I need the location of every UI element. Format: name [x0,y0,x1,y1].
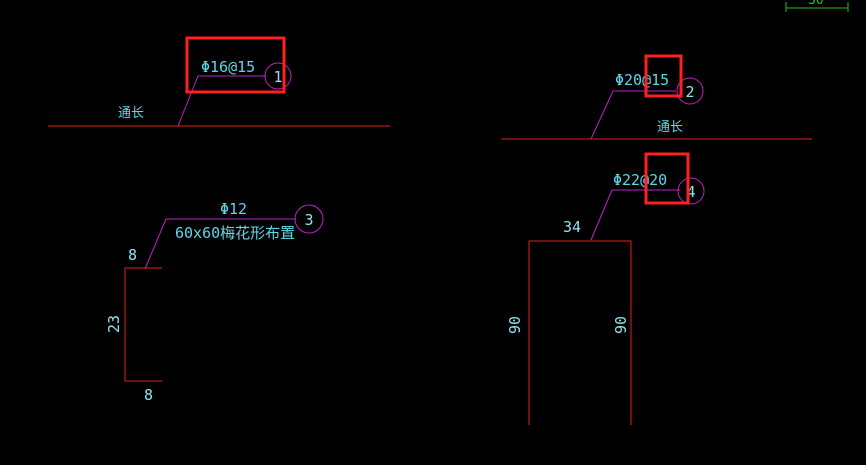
highlight-box-4 [644,152,690,205]
callout-3: 3 Φ12 60x60梅花形布置 8 23 8 [105,200,324,404]
callout-circle-2 [676,77,704,105]
callout-1: 1 Φ16@15 通长 [48,36,390,127]
callout-spec-4: Φ22@20 [613,171,667,189]
top-right-dimension-mark: 30 [785,0,849,12]
dim-hook3-top: 8 [128,246,137,264]
callout-4: 4 Φ22@20 34 90 90 [506,152,705,425]
dim-hook3-height: 23 [105,315,123,333]
callout-circle-4 [677,177,705,205]
callout-note-3: 60x60梅花形布置 [175,224,295,242]
callout-note-1: 通长 [118,106,144,121]
callout-spec-2: Φ20@15 [615,71,669,89]
leader-line-2 [590,90,676,140]
dim-stirrup-right: 90 [612,316,630,334]
callout-spec-3: Φ12 [220,200,247,218]
highlight-box-2 [644,54,683,98]
callout-number-1: 1 [273,68,282,86]
dim-stirrup-top: 34 [563,218,581,236]
callout-number-4: 4 [686,183,695,201]
dim-stirrup-left: 90 [506,316,524,334]
dim-hook3-bottom: 8 [144,386,153,404]
callout-spec-1: Φ16@15 [201,58,255,76]
callout-circle-3 [294,204,324,234]
leader-line-1 [177,75,266,127]
callout-circle-1 [264,62,292,90]
leader-line-4 [590,189,680,241]
hook-bar-shape [124,267,162,382]
callout-2: 2 Φ20@15 通长 [501,54,812,140]
leader-line-3 [144,218,296,270]
callout-number-3: 3 [304,211,313,229]
callout-note-2: 通长 [657,120,683,135]
callout-number-2: 2 [685,83,694,101]
stirrup-bar-shape [528,240,632,425]
top-right-mark-text: 30 [808,0,824,8]
highlight-box-1 [185,36,286,94]
